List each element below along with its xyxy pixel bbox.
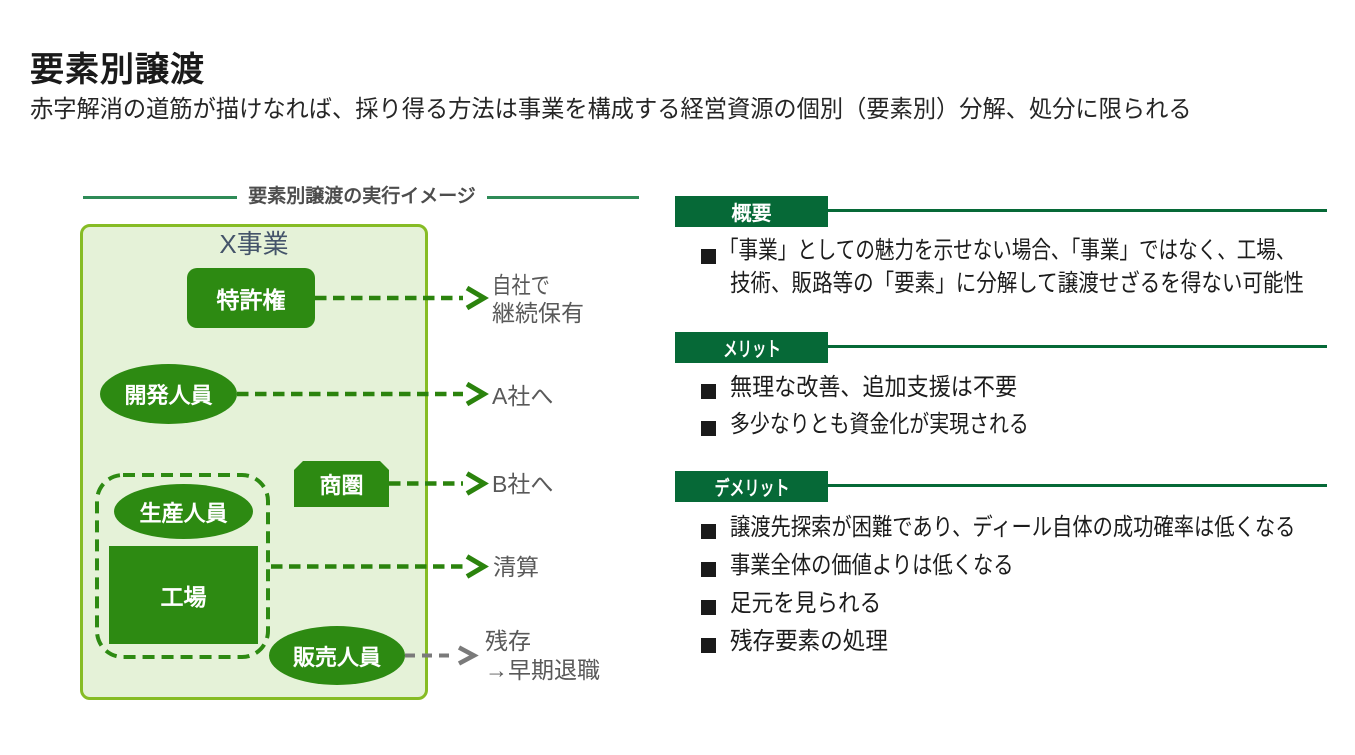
bullet-text: 譲渡先探索が困難であり、ディール自体の成功確率は低くなる bbox=[730, 514, 1296, 541]
dest-liquidation: 清算 bbox=[493, 553, 539, 581]
bullet-item: 無理な改善、追加支援は不要 bbox=[675, 369, 1335, 406]
node-sales-staff: 販売人員 bbox=[269, 626, 405, 685]
bullet-text: 多少なりとも資金化が実現される bbox=[730, 411, 1029, 438]
bullet-text: 事業全体の価値よりは低くなる bbox=[730, 552, 1014, 579]
section-heading-label: 概要 bbox=[731, 203, 772, 225]
bullet-icon bbox=[701, 562, 716, 577]
node-dev-staff: 開発人員 bbox=[100, 364, 237, 424]
bullet-text: 「事業」としての魅力を示せない場合、「事業」ではなく、工場、 bbox=[719, 237, 1296, 264]
dest-dev-staff: A社へ bbox=[492, 382, 553, 410]
destination-text: A社へ bbox=[492, 383, 554, 409]
bullet-icon bbox=[701, 421, 716, 436]
bullet-icon bbox=[701, 384, 716, 399]
bullet-item: 残存要素の処理 bbox=[675, 623, 1335, 661]
page-subtitle: 赤字解消の道筋が描けなれば、採り得る方法は事業を構成する経営資源の個別（要素別）… bbox=[30, 96, 1192, 123]
bullet-text: 技術、販路等の「要素」に分解して譲渡せざるを得ない可能性 bbox=[730, 270, 1304, 297]
caption-rule-left bbox=[83, 196, 237, 199]
section-overview-heading: 概要 bbox=[675, 196, 828, 227]
node-prod-staff: 生産人員 bbox=[114, 484, 253, 539]
bullet-icon bbox=[701, 638, 716, 653]
bullet-icon bbox=[701, 600, 716, 615]
bullet-item: 事業全体の価値よりは低くなる bbox=[675, 547, 1335, 585]
dest-trade-area: B社へ bbox=[492, 470, 553, 498]
destination-text: →早期退職 bbox=[485, 657, 600, 683]
bullet-text: 足元を見られる bbox=[730, 590, 882, 617]
bullet-item: 譲渡先探索が困難であり、ディール自体の成功確率は低くなる bbox=[675, 509, 1335, 547]
section-demerit-heading: デメリット bbox=[675, 471, 828, 502]
destination-text: 残存 bbox=[485, 628, 531, 654]
node-factory: 工場 bbox=[109, 546, 258, 644]
bullet-item: 足元を見られる bbox=[675, 585, 1335, 623]
bullet-icon bbox=[701, 249, 716, 264]
node-patent: 特許権 bbox=[187, 268, 315, 328]
section-merit-heading: メリット bbox=[675, 332, 828, 363]
section-merit-rule bbox=[828, 345, 1327, 348]
business-label: X事業 bbox=[219, 229, 289, 259]
dest-sales-staff: 残存 →早期退職 bbox=[485, 627, 600, 685]
destination-text: 継続保有 bbox=[492, 300, 584, 326]
bullet-text: 無理な改善、追加支援は不要 bbox=[730, 374, 1018, 401]
bullet-icon bbox=[701, 524, 716, 539]
destination-text: B社へ bbox=[492, 471, 554, 497]
destination-text: 清算 bbox=[493, 554, 539, 580]
bullet-item: 「事業」としての魅力を示せない場合、「事業」ではなく、工場、 技術、販路等の「要… bbox=[675, 234, 1335, 300]
section-overview-rule bbox=[828, 209, 1327, 212]
bullet-item: 多少なりとも資金化が実現される bbox=[675, 406, 1335, 443]
diagram-caption: 要素別譲渡の実行イメージ bbox=[248, 186, 476, 207]
section-demerit-rule bbox=[828, 484, 1327, 487]
caption-rule-right bbox=[487, 196, 639, 199]
bullet-text: 残存要素の処理 bbox=[730, 628, 888, 655]
node-trade-area: 商圏 bbox=[294, 461, 389, 507]
section-heading-label: メリット bbox=[722, 339, 781, 361]
destination-text: 自社で bbox=[492, 272, 550, 298]
page-title: 要素別譲渡 bbox=[30, 51, 205, 89]
section-heading-label: デメリット bbox=[714, 478, 789, 500]
dest-patent: 自社で 継続保有 bbox=[492, 271, 584, 327]
